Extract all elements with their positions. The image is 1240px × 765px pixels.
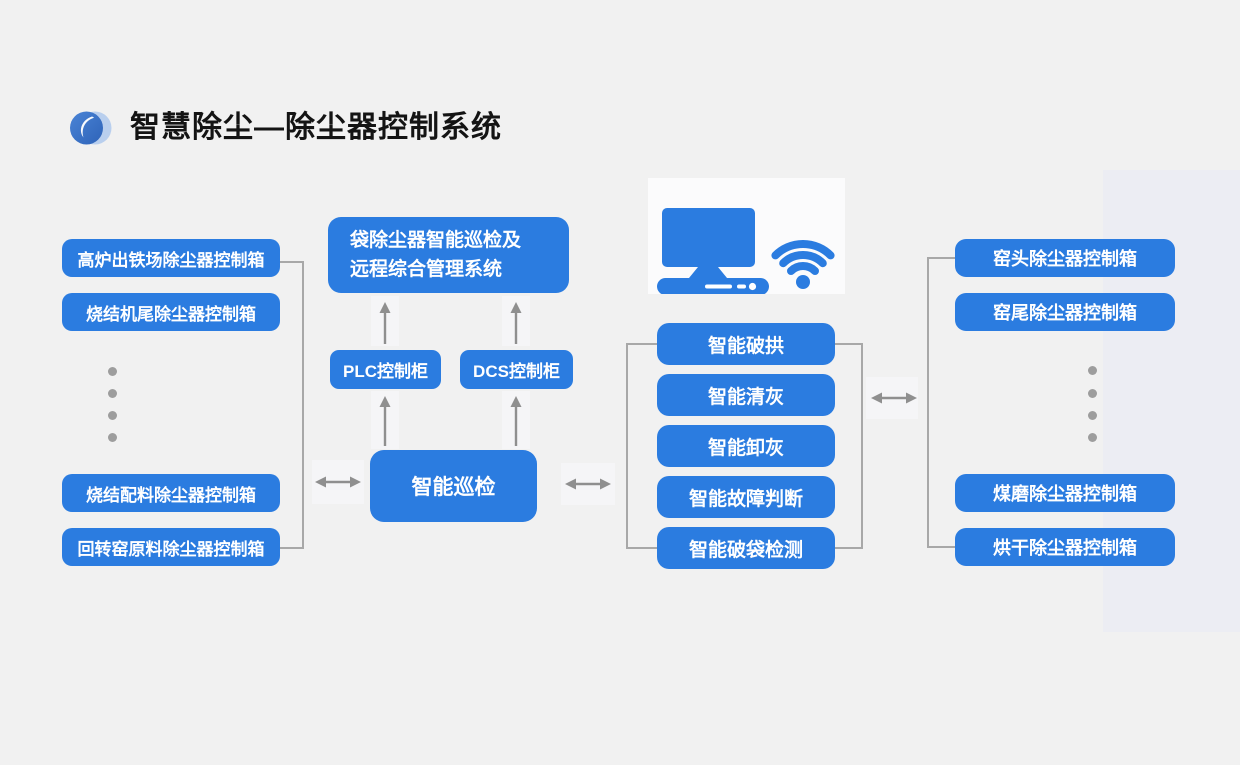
computer-icon xyxy=(657,208,769,295)
flow-node: 窑尾除尘器控制箱 xyxy=(955,293,1175,331)
flow-node-label: 煤磨除尘器控制箱 xyxy=(993,484,1137,504)
monitoring-terminal-card xyxy=(648,178,845,295)
dcs-node: DCS控制柜 xyxy=(460,350,573,389)
bidirectional-arrow-icon xyxy=(315,476,361,488)
flow-node: 烧结机尾除尘器控制箱 xyxy=(62,293,280,331)
flow-node-label: 烧结配料除尘器控制箱 xyxy=(86,485,256,505)
up-arrow-icon xyxy=(510,396,522,446)
flow-node: 烧结配料除尘器控制箱 xyxy=(62,474,280,512)
function-node: 智能清灰 xyxy=(657,374,835,416)
plc-node: PLC控制柜 xyxy=(330,350,441,389)
function-label: 智能清灰 xyxy=(707,386,784,408)
up-arrow-icon xyxy=(379,396,391,446)
page-title: 智慧除尘—除尘器控制系统 xyxy=(130,111,502,144)
function-label: 智能卸灰 xyxy=(707,437,784,459)
management-system-node: 袋除尘器智能巡检及 远程综合管理系统 xyxy=(328,217,569,293)
flow-node: 烘干除尘器控制箱 xyxy=(955,528,1175,566)
function-label: 智能破拱 xyxy=(707,335,784,357)
ellipsis-dot xyxy=(1087,432,1097,442)
function-node: 智能故障判断 xyxy=(657,476,835,518)
ellipsis-dot xyxy=(107,410,117,420)
function-node: 智能破拱 xyxy=(657,323,835,365)
ellipsis-dot xyxy=(1087,388,1097,398)
inspection-label: 智能巡检 xyxy=(411,476,496,499)
management-line2: 远程综合管理系统 xyxy=(350,259,503,280)
function-node: 智能卸灰 xyxy=(657,425,835,467)
flow-node-label: 烘干除尘器控制箱 xyxy=(993,538,1137,558)
wifi-icon xyxy=(771,239,835,289)
ellipsis-dot xyxy=(107,388,117,398)
ellipsis-dot xyxy=(1087,365,1097,375)
plc-label: PLC控制柜 xyxy=(343,362,428,381)
up-arrow-icon xyxy=(379,302,391,344)
bidirectional-arrow-icon xyxy=(871,392,917,404)
flow-node-label: 烧结机尾除尘器控制箱 xyxy=(86,304,256,324)
ellipsis-dot xyxy=(1087,410,1097,420)
function-label: 智能破袋检测 xyxy=(688,539,803,561)
header: 智慧除尘—除尘器控制系统 xyxy=(66,104,502,152)
management-line1: 袋除尘器智能巡检及 xyxy=(350,230,522,251)
function-node: 智能破袋检测 xyxy=(657,527,835,569)
logo-icon xyxy=(70,111,112,145)
flow-node: 回转窑原料除尘器控制箱 xyxy=(62,528,280,566)
up-arrow-icon xyxy=(510,302,522,344)
flow-node-label: 窑尾除尘器控制箱 xyxy=(993,303,1137,323)
flow-node-label: 回转窑原料除尘器控制箱 xyxy=(77,539,265,559)
flow-node-label: 高炉出铁场除尘器控制箱 xyxy=(77,250,265,270)
inspection-node: 智能巡检 xyxy=(370,450,537,522)
flow-node: 煤磨除尘器控制箱 xyxy=(955,474,1175,512)
ellipsis-dot xyxy=(107,432,117,442)
flow-node: 窑头除尘器控制箱 xyxy=(955,239,1175,277)
bracket-lines xyxy=(280,257,955,549)
function-label: 智能故障判断 xyxy=(688,488,803,510)
bidirectional-arrow-icon xyxy=(565,478,611,490)
flow-node: 高炉出铁场除尘器控制箱 xyxy=(62,239,280,277)
flow-node-label: 窑头除尘器控制箱 xyxy=(993,249,1137,269)
dcs-label: DCS控制柜 xyxy=(473,362,560,381)
ellipsis-dot xyxy=(107,366,117,376)
